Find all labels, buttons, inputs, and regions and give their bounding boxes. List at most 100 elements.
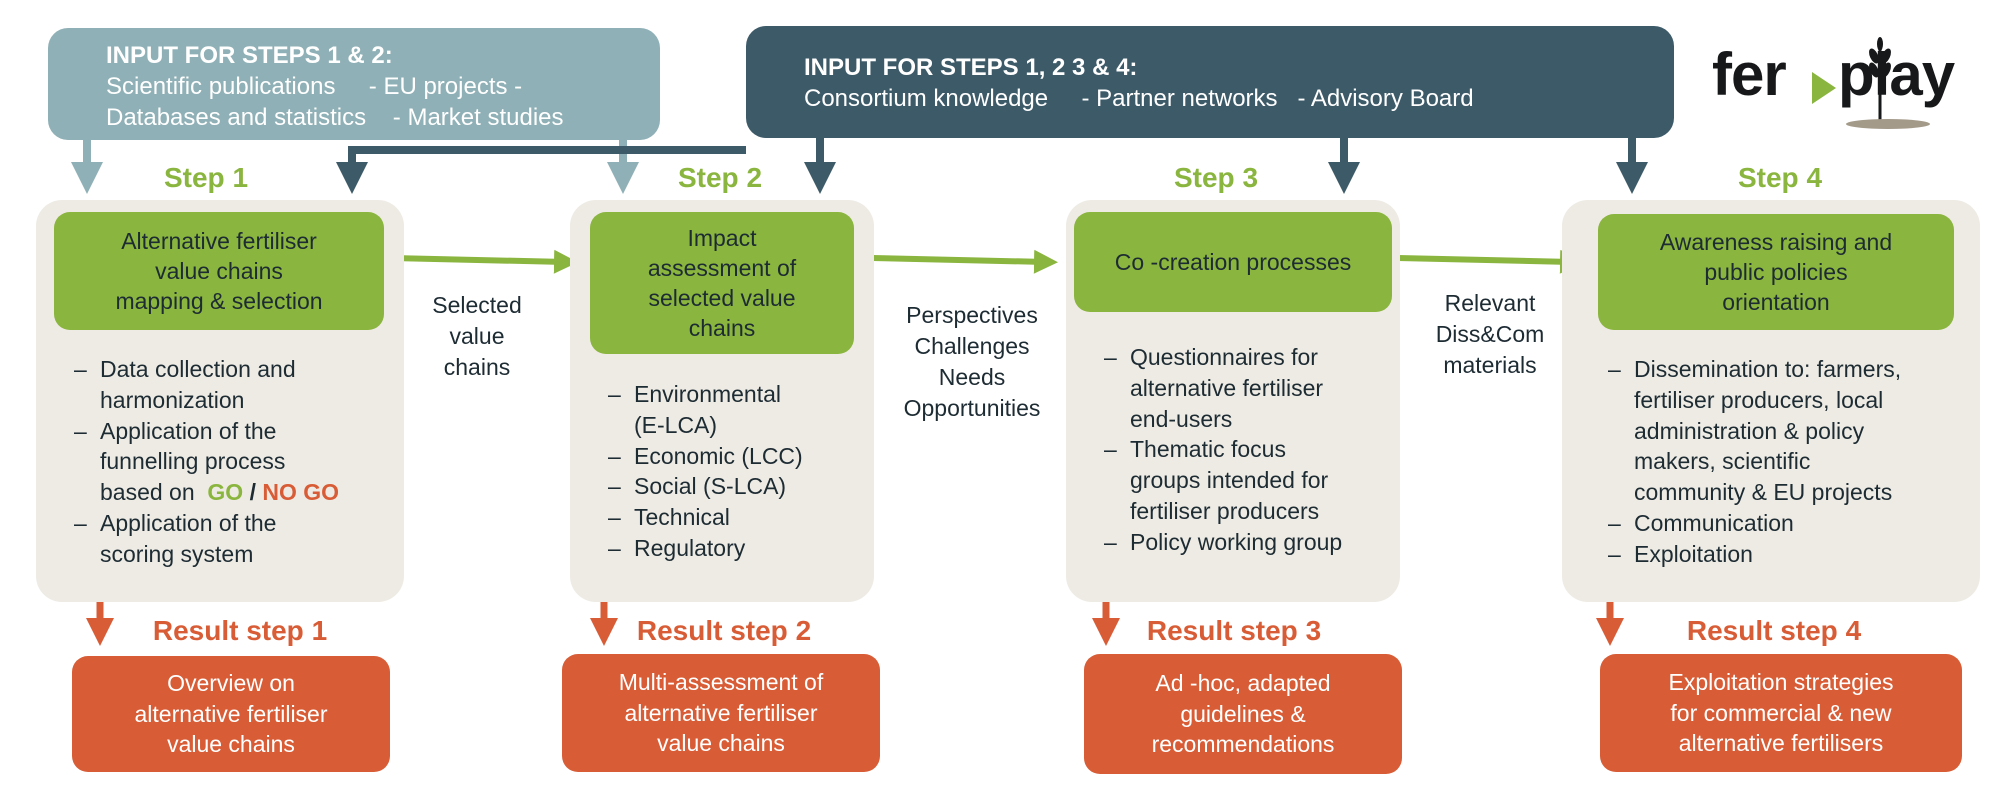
- result-line: recommendations: [1151, 731, 1335, 758]
- step-3-bullets: Questionnaires for alternative fertilise…: [1104, 342, 1400, 558]
- result-1-box: Overview on alternative fertiliser value…: [72, 656, 390, 772]
- result-line: Ad -hoc, adapted: [1155, 670, 1331, 697]
- go-label: GO: [207, 479, 244, 506]
- step-1-box: Alternative fertiliser value chains mapp…: [54, 212, 384, 330]
- bullet-line: Questionnaires for: [1130, 344, 1318, 370]
- bullet-line: Policy working group: [1130, 528, 1343, 555]
- transition-line: chains: [443, 354, 511, 380]
- transition-label-1-2: Selected value chains: [402, 290, 552, 383]
- arrow-step2-step3: [871, 249, 1058, 274]
- result-3-box: Ad -hoc, adapted guidelines & recommenda…: [1084, 654, 1402, 774]
- transition-line: Relevant: [1444, 290, 1536, 316]
- result-line: alternative fertiliser: [624, 699, 818, 726]
- transition-line: Diss&Com: [1435, 321, 1545, 347]
- nogo-label: NO GO: [262, 479, 340, 506]
- bullet-line: makers, scientific: [1634, 448, 1811, 475]
- step-3-title: Step 3: [1173, 162, 1259, 193]
- result-3-title: Result step 3: [1146, 615, 1322, 646]
- bullet-line: funnelling process: [100, 448, 286, 475]
- bullet-line: fertiliser producers: [1130, 497, 1320, 524]
- bullet-line: fertiliser producers, local: [1634, 386, 1884, 413]
- step-2-box: Impact assessment of selected value chai…: [590, 212, 854, 354]
- arrow-input-right-step1: [336, 146, 746, 194]
- result-line: value chains: [167, 731, 295, 758]
- step-2-box-line: selected value: [648, 285, 796, 311]
- list-item: Application of the scoring system: [74, 508, 394, 570]
- transition-line: Needs: [938, 364, 1006, 390]
- list-item: Regulatory: [608, 533, 868, 564]
- list-item: Environmental (E-LCA): [608, 379, 868, 441]
- list-item: Dissemination to: farmers, fertiliser pr…: [1608, 354, 1978, 508]
- step-4-bullets: Dissemination to: farmers, fertiliser pr…: [1608, 354, 1978, 570]
- step-4-title: Step 4: [1737, 162, 1823, 193]
- bullet-line: (E-LCA): [634, 411, 718, 438]
- bullet-line: administration & policy: [1634, 417, 1865, 444]
- input-steps-1-2: INPUT FOR STEPS 1 & 2: Scientific public…: [48, 28, 660, 140]
- bullet-line: Environmental: [634, 381, 782, 407]
- bullet-line: Data collection and: [100, 356, 296, 382]
- input-steps-1-2-line: Databases and statistics - Market studie…: [106, 104, 564, 131]
- input-steps-1-4: INPUT FOR STEPS 1, 2 3 & 4: Consortium k…: [746, 26, 1674, 138]
- result-2-box: Multi-assessment of alternative fertilis…: [562, 654, 880, 772]
- bullet-line-go-nogo: based on GO / NO GO: [100, 477, 394, 508]
- step-4-box-line: orientation: [1722, 289, 1830, 315]
- step-2-bullets: Environmental (E-LCA) Economic (LCC) Soc…: [608, 379, 868, 564]
- bullet-line: harmonization: [100, 386, 245, 413]
- input-steps-1-2-title: INPUT FOR STEPS 1 & 2:: [106, 42, 393, 69]
- list-item: Exploitation: [1608, 539, 1978, 570]
- result-line: value chains: [657, 730, 785, 757]
- bullet-line: community & EU projects: [1634, 479, 1893, 506]
- list-item: Social (S-LCA): [608, 471, 868, 502]
- result-line: guidelines &: [1180, 700, 1306, 727]
- list-item: Questionnaires for alternative fertilise…: [1104, 342, 1400, 434]
- bullet-line: Technical: [634, 504, 730, 531]
- step-4-box-line: Awareness raising and: [1659, 229, 1893, 255]
- bullet-line: Application of the: [100, 417, 277, 444]
- list-item: Thematic focus groups intended for ferti…: [1104, 434, 1400, 526]
- result-line: Overview on: [167, 670, 295, 697]
- step-1-box-line: mapping & selection: [115, 288, 323, 314]
- bullet-line: Economic (LCC): [634, 442, 803, 469]
- bullet-line: Regulatory: [634, 534, 746, 561]
- step-1-box-line: value chains: [155, 258, 283, 284]
- bullet-line: Exploitation: [1634, 540, 1753, 567]
- bullet-line: Social (S-LCA): [634, 473, 787, 500]
- result-line: for commercial & new: [1670, 699, 1892, 726]
- step-2-box-line: Impact: [687, 225, 757, 251]
- transition-line: Challenges: [914, 333, 1030, 359]
- slash-separator: /: [249, 479, 256, 506]
- input-steps-1-4-line: Consortium knowledge - Partner networks …: [804, 85, 1474, 112]
- list-item: Communication: [1608, 508, 1978, 539]
- step-3-box-line: Co -creation processes: [1114, 249, 1352, 275]
- transition-label-3-4: Relevant Diss&Com materials: [1410, 288, 1570, 381]
- bullet-line: groups intended for: [1130, 467, 1329, 494]
- bullet-line: Communication: [1634, 509, 1794, 536]
- step-1-box-line: Alternative fertiliser: [121, 228, 317, 254]
- bullet-line: Dissemination to: farmers,: [1634, 356, 1902, 382]
- result-4-title: Result step 4: [1686, 615, 1862, 646]
- result-line: alternative fertiliser: [134, 700, 328, 727]
- result-1-title: Result step 1: [152, 615, 328, 646]
- result-line: Multi-assessment of: [618, 669, 824, 696]
- ferplay-logo: fer play: [1708, 34, 1970, 130]
- arrow-step3-step4: [1397, 249, 1584, 274]
- list-item: Policy working group: [1104, 527, 1400, 558]
- step-2-box-line: assessment of: [647, 255, 797, 281]
- step-2-title: Step 2: [677, 162, 763, 193]
- bullet-line: end-users: [1130, 405, 1233, 432]
- list-item: Application of the funnelling process ba…: [74, 416, 394, 508]
- step-4-box-line: public policies: [1704, 259, 1848, 285]
- list-item: Data collection and harmonization: [74, 354, 394, 416]
- list-item: Economic (LCC): [608, 441, 868, 472]
- arrow-step1-step2: [391, 249, 578, 274]
- step-1-title: Step 1: [163, 162, 249, 193]
- bullet-line: scoring system: [100, 540, 254, 567]
- step-1-bullets: Data collection and harmonization Applic…: [74, 354, 394, 570]
- step-4-box: Awareness raising and public policies or…: [1598, 214, 1954, 330]
- based-on-text: based on: [100, 479, 195, 506]
- result-4-box: Exploitation strategies for commercial &…: [1600, 654, 1962, 772]
- result-line: Exploitation strategies: [1668, 669, 1894, 696]
- transition-line: Perspectives: [906, 302, 1038, 328]
- transition-line: value: [449, 323, 505, 349]
- list-item: Technical: [608, 502, 868, 533]
